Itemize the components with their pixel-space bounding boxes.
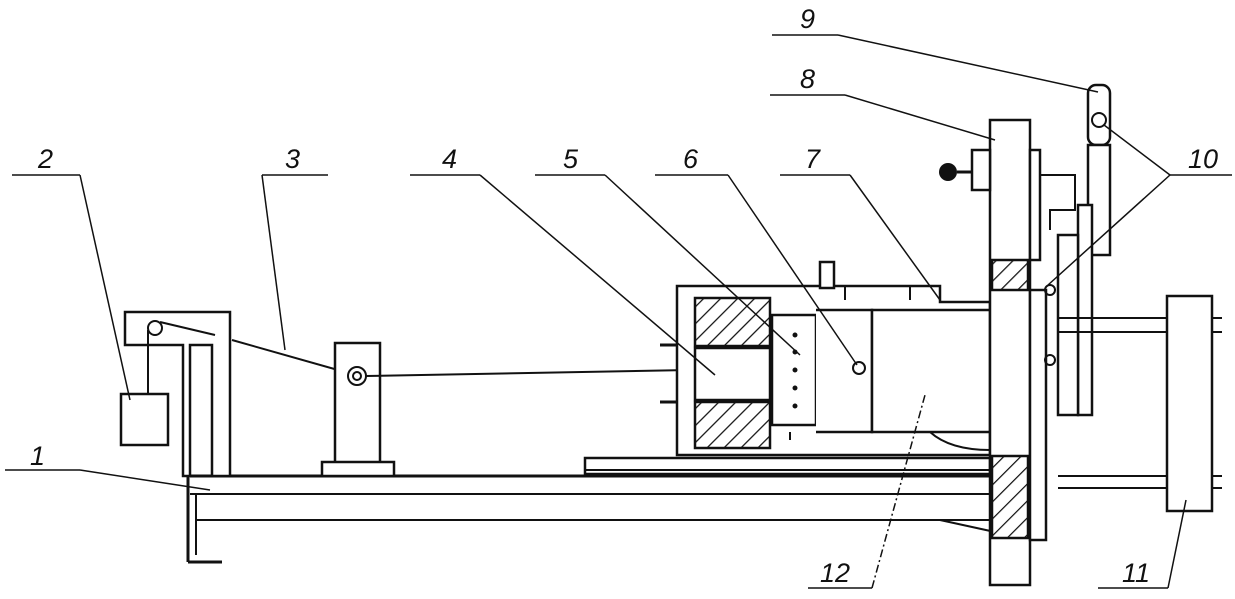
label-8: 8 xyxy=(800,64,815,94)
label-6: 6 xyxy=(683,144,699,174)
label-7: 7 xyxy=(805,144,821,174)
weight-block xyxy=(119,392,170,447)
housing xyxy=(660,260,992,457)
label-10: 10 xyxy=(1188,144,1218,174)
label-9: 9 xyxy=(800,4,815,34)
weight-stand xyxy=(119,310,346,478)
leader-lines xyxy=(5,34,1232,589)
label-12: 12 xyxy=(820,558,850,588)
end-plate xyxy=(1058,294,1222,513)
label-5: 5 xyxy=(563,144,579,174)
label-11: 11 xyxy=(1122,558,1150,588)
label-3: 3 xyxy=(285,144,300,174)
bottom-plate xyxy=(583,456,992,476)
tension-wire xyxy=(365,369,691,377)
lever-assembly xyxy=(1040,83,1112,520)
front-plate xyxy=(939,118,1048,587)
wire xyxy=(231,339,346,373)
label-1: 1 xyxy=(30,441,45,471)
pulley-post xyxy=(320,341,691,478)
label-2: 2 xyxy=(37,144,53,174)
label-4: 4 xyxy=(442,144,457,174)
